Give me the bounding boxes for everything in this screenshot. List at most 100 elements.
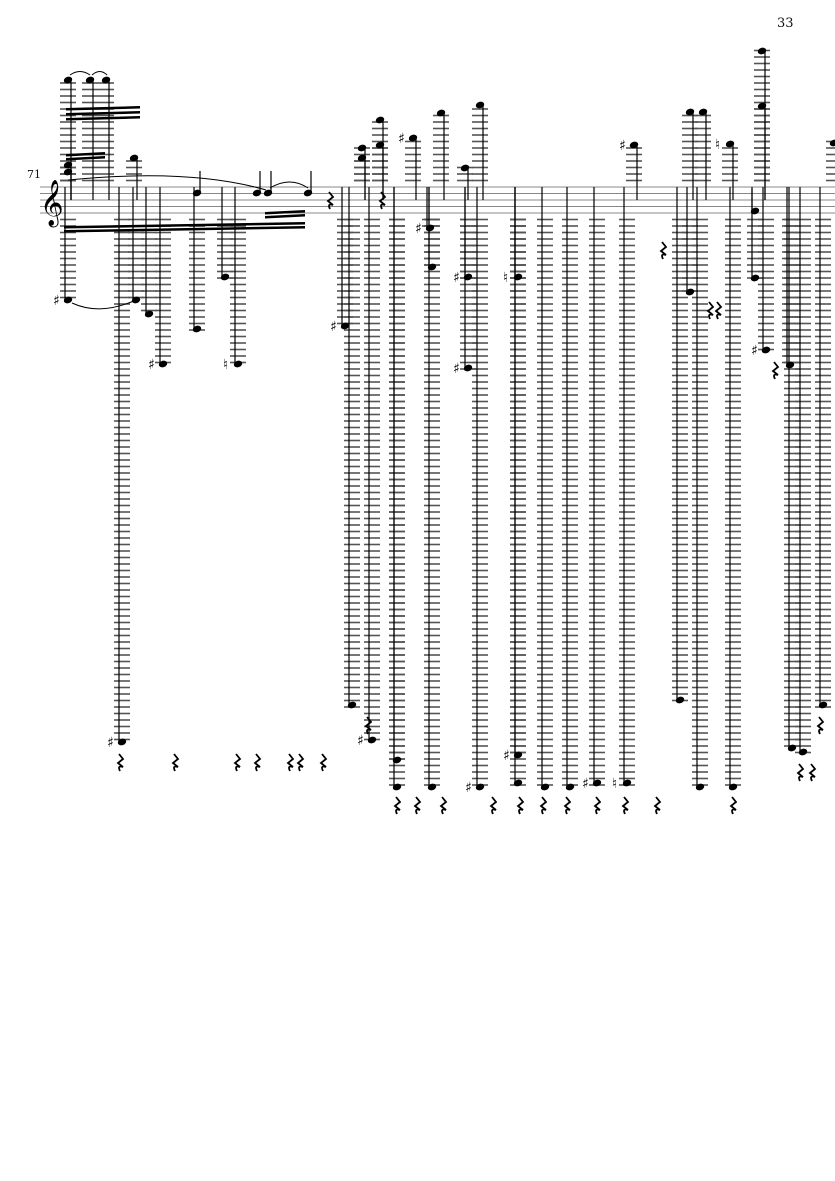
note-head	[675, 696, 685, 704]
slurs	[67, 71, 309, 310]
page-number: 33	[777, 16, 794, 31]
beam	[66, 111, 140, 116]
note-head	[375, 141, 385, 149]
quarter-rest-icon	[439, 796, 448, 815]
note-head	[63, 76, 73, 84]
quarter-rest-icon	[593, 796, 602, 815]
note-head	[63, 168, 73, 176]
beam	[265, 210, 305, 215]
sharp-icon: ♯	[415, 221, 422, 237]
quarter-rest-icon	[714, 301, 723, 320]
note-head	[513, 751, 523, 759]
note-head	[565, 783, 575, 791]
note-head	[460, 164, 470, 172]
note-head	[750, 274, 760, 282]
quarter-rest-icon	[413, 796, 422, 815]
sharp-icon: ♯	[751, 343, 758, 359]
note-head	[818, 701, 828, 709]
quarter-rest-icon	[796, 763, 805, 782]
slur	[67, 175, 267, 191]
note-head	[761, 346, 771, 354]
stems	[64, 51, 821, 787]
note-head	[695, 783, 705, 791]
quarter-rest-icon	[563, 796, 572, 815]
note-head	[192, 325, 202, 333]
quarter-rest-icon	[808, 763, 817, 782]
accidentals: ♯♯♮♯♯♮♯♯♯♯♮♯♯♯♯♯♯♮	[53, 131, 758, 796]
slur	[69, 71, 91, 76]
sharp-icon: ♯	[503, 748, 510, 764]
note-head	[427, 263, 437, 271]
note-head	[622, 779, 632, 787]
note-head	[357, 154, 367, 162]
quarter-rest-icon	[296, 753, 305, 772]
note-head	[728, 783, 738, 791]
note-heads	[63, 47, 835, 791]
sharp-icon: ♯	[330, 319, 337, 335]
note-head	[540, 783, 550, 791]
note-head	[685, 108, 695, 116]
note-head	[475, 783, 485, 791]
note-head	[85, 76, 95, 84]
note-head	[513, 779, 523, 787]
beam	[66, 106, 140, 111]
sharp-icon: ♯	[465, 780, 472, 796]
quarter-rest-icon	[729, 796, 738, 815]
sharp-icon: ♯	[148, 357, 155, 373]
note-head	[436, 109, 446, 117]
quarter-rest-icon	[253, 753, 262, 772]
beam	[66, 156, 105, 161]
measure-number: 71	[27, 168, 41, 181]
beam	[66, 152, 105, 157]
note-head	[787, 744, 797, 752]
note-head	[392, 756, 402, 764]
note-head	[101, 76, 111, 84]
note-head	[357, 144, 367, 152]
note-head	[829, 139, 835, 147]
sharp-icon: ♯	[398, 131, 405, 147]
note-head	[725, 140, 735, 148]
beam	[64, 222, 305, 229]
note-head	[233, 360, 243, 368]
note-head	[63, 161, 73, 169]
note-head	[192, 189, 202, 197]
note-head	[347, 701, 357, 709]
beam	[64, 226, 305, 233]
slur	[269, 181, 309, 189]
beam	[265, 214, 305, 219]
note-head	[63, 296, 73, 304]
quarter-rest-icon	[171, 753, 180, 772]
note-head	[685, 288, 695, 296]
quarter-rest-icon	[286, 753, 295, 772]
note-head	[158, 360, 168, 368]
beams	[64, 106, 305, 233]
note-head	[129, 154, 139, 162]
note-head	[117, 738, 127, 746]
quarter-rest-icon	[319, 753, 328, 772]
rests	[116, 191, 825, 815]
staff	[40, 186, 835, 214]
quarter-rest-icon	[621, 796, 630, 815]
note-head	[263, 189, 273, 197]
ledger-lines	[60, 49, 835, 786]
note-head	[425, 224, 435, 232]
quarter-rest-icon	[539, 796, 548, 815]
note-head	[750, 207, 760, 215]
note-head	[220, 273, 230, 281]
sharp-icon: ♯	[453, 361, 460, 377]
quarter-rest-icon	[489, 796, 498, 815]
note-head	[427, 783, 437, 791]
quarter-rest-icon	[326, 191, 335, 210]
natural-icon: ♮	[612, 776, 617, 792]
treble-clef-icon: 𝄞	[40, 180, 64, 228]
note-head	[463, 364, 473, 372]
note-head	[475, 101, 485, 109]
slur	[71, 299, 137, 310]
note-head	[757, 47, 767, 55]
note-head	[252, 189, 262, 197]
quarter-rest-icon	[771, 361, 780, 380]
sharp-icon: ♯	[453, 270, 460, 286]
beam	[66, 116, 140, 121]
note-head	[757, 102, 767, 110]
